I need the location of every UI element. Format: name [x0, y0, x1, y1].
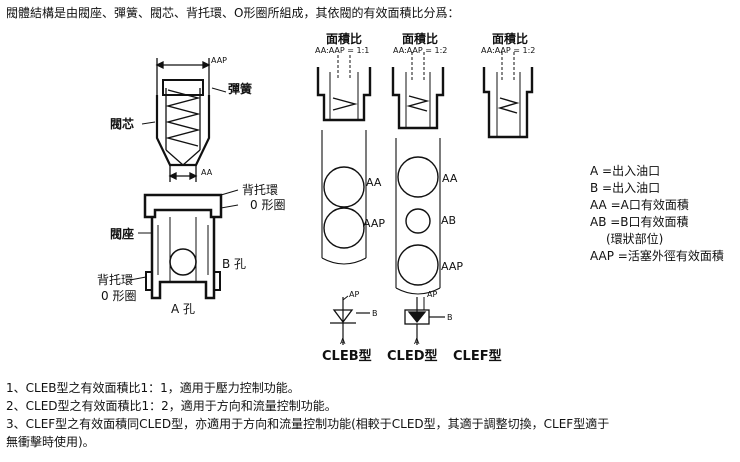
legend-item: AA =A口有效面積	[590, 198, 689, 212]
note-line: 3、CLEF型之有效面積同CLED型，亦適用于方向和流量控制功能(相較于CLED…	[6, 417, 610, 431]
cled-label-aa: AA	[442, 172, 458, 185]
label-core: 閥芯	[110, 117, 135, 131]
clef-ratio: AA:AAP = 1:2	[481, 46, 536, 55]
symbol1-a: A	[340, 337, 346, 346]
label-a-a: AA	[201, 168, 213, 177]
note-line: 2、CLED型之有效面積比1：2，適用于方向和流量控制功能。	[6, 399, 337, 413]
legend-item: (環狀部位)	[606, 232, 664, 246]
model-clef: CLEF型	[453, 349, 502, 364]
label-backup-ring-2: 背托環	[97, 273, 134, 287]
label-o-ring-2: 0 形圈	[101, 289, 137, 303]
clef-area-ratio-title: 面積比	[492, 32, 529, 46]
model-cleb: CLEB型	[322, 349, 372, 364]
symbol1-ap: AP	[349, 290, 360, 299]
left-cartridge-drawing	[129, 58, 239, 300]
label-a-ap: AAP	[211, 56, 227, 65]
cled-ratio: AA:AAP = 1:2	[393, 46, 448, 55]
cleb-cartridge-drawing	[316, 55, 372, 265]
note-line: 1、CLEB型之有效面積比1：1，適用于壓力控制功能。	[6, 381, 300, 395]
label-port-b: B 孔	[222, 257, 247, 271]
note-line: 無衝擊時使用)。	[6, 435, 95, 449]
cled-cartridge-drawing	[391, 52, 445, 295]
legend-item: B =出入油口	[590, 181, 661, 195]
cleb-label-aa: AA	[366, 176, 382, 189]
page-heading: 閥體結構是由閥座、彈簧、閥芯、背托環、O形圈所組成，其依閥的有效面積比分爲：	[6, 6, 460, 20]
cleb-label-aap: AAP	[363, 217, 385, 230]
label-o-ring-1: 0 形圈	[250, 198, 286, 212]
symbol1-b: B	[372, 309, 378, 318]
label-spring: 彈簧	[228, 82, 253, 96]
model-cled: CLED型	[387, 349, 438, 364]
label-port-a: A 孔	[171, 302, 196, 316]
legend-item: AB =B口有效面積	[590, 215, 689, 229]
cled-label-aap: AAP	[441, 260, 463, 273]
cleb-area-ratio-title: 面積比	[326, 32, 363, 46]
cleb-ratio: AA:AAP = 1:1	[315, 46, 370, 55]
clef-cartridge-drawing	[482, 52, 534, 139]
cled-symbol	[404, 297, 445, 345]
label-backup-ring-1: 背托環	[242, 183, 279, 197]
symbol2-b: B	[447, 313, 453, 322]
cleb-symbol	[330, 295, 370, 345]
cled-label-ab: AB	[441, 214, 457, 227]
legend-item: AAP =活塞外徑有效面積	[590, 249, 724, 263]
label-seat: 閥座	[110, 227, 135, 241]
legend-item: A =出入油口	[590, 164, 661, 178]
symbol2-a: A	[414, 337, 420, 346]
cled-area-ratio-title: 面積比	[402, 32, 439, 46]
symbol2-ap: AP	[427, 290, 438, 299]
